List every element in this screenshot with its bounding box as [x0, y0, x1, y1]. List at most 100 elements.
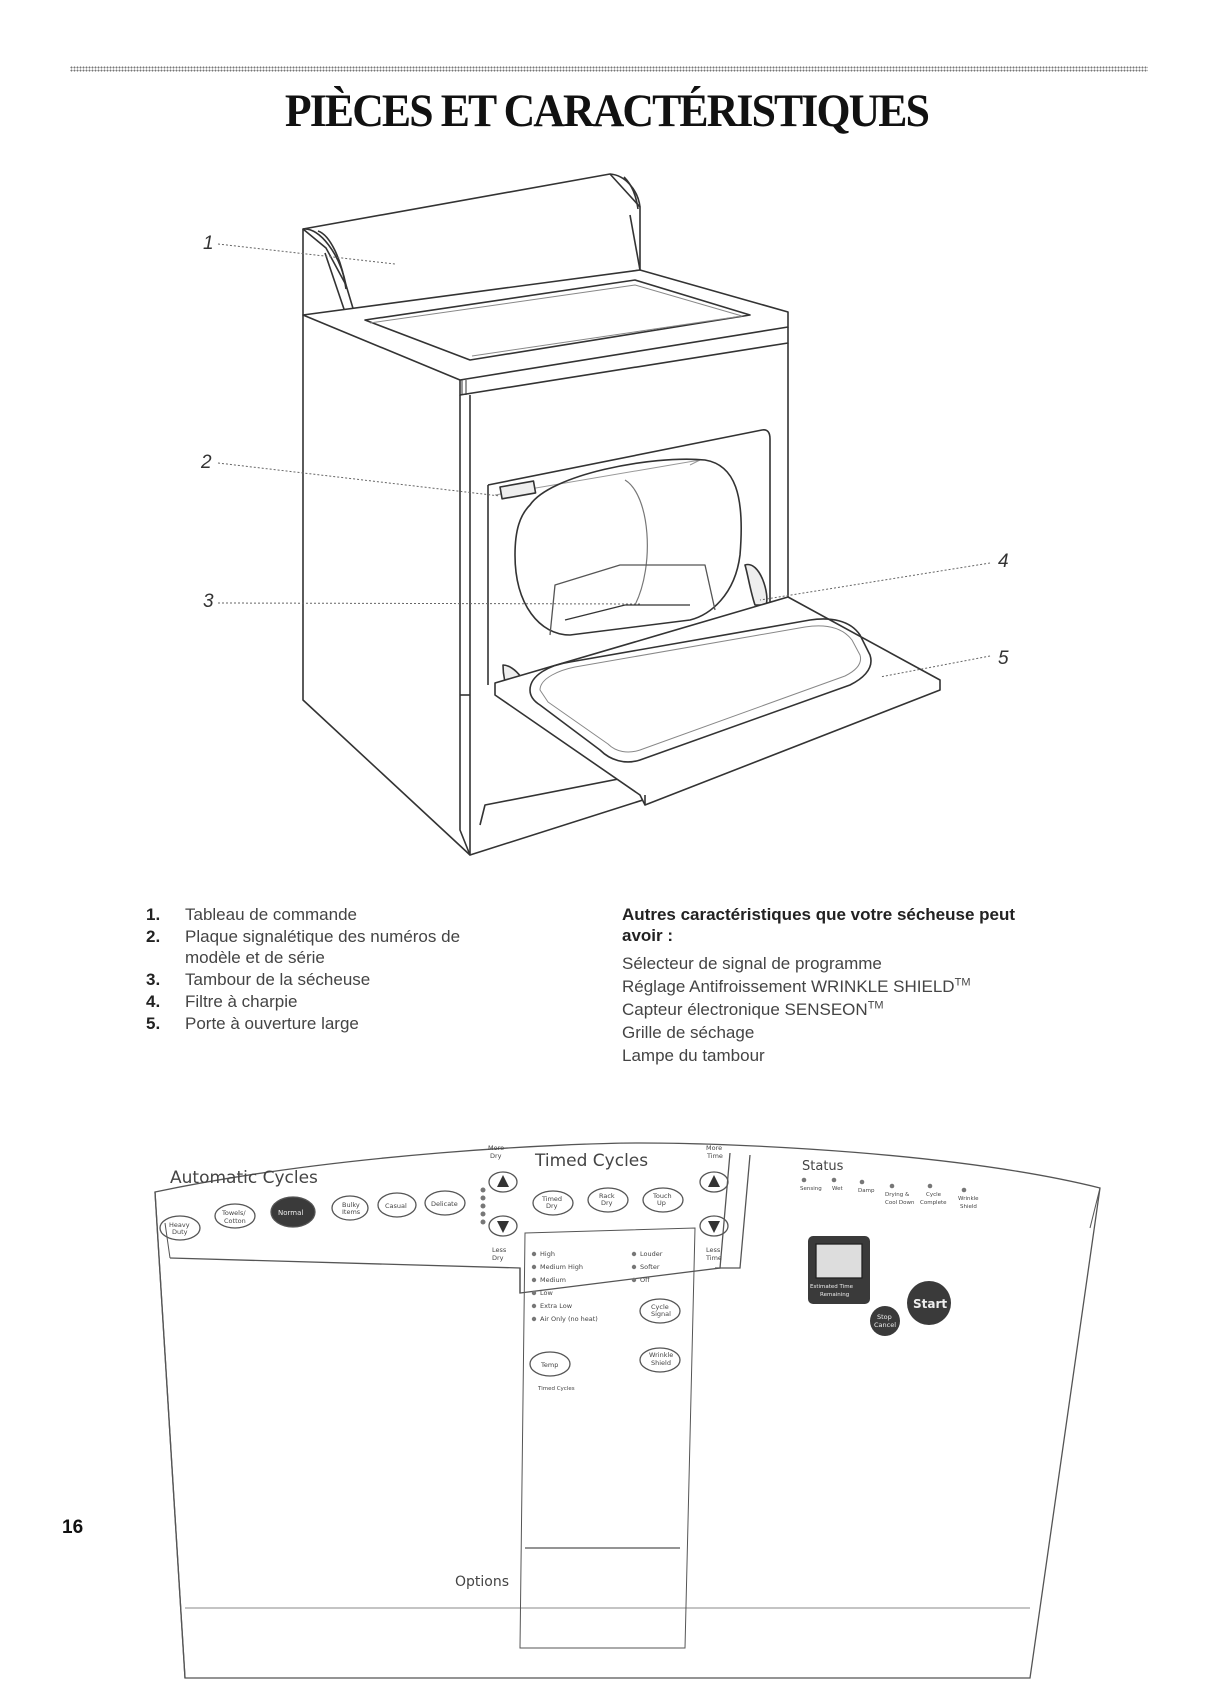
wrinkle-shield-button: Wrinkle Shield: [639, 1347, 681, 1373]
svg-text:Cancel: Cancel: [874, 1321, 896, 1329]
svg-text:Cycle: Cycle: [926, 1192, 942, 1198]
callout-4: 4: [998, 551, 1009, 572]
display-label: Estimated Time: [810, 1284, 854, 1290]
more-time-label-2: Time: [706, 1152, 723, 1160]
feature-item: Réglage Antifroissement WRINKLE SHIELDTM: [622, 976, 971, 996]
item-number: 2.: [146, 927, 161, 946]
svg-text:Damp: Damp: [858, 1188, 875, 1194]
svg-text:Wet: Wet: [832, 1186, 843, 1192]
more-time-button: [699, 1171, 729, 1193]
features-heading: Autres caractéristiques que votre sécheu…: [622, 905, 1016, 945]
svg-text:Start: Start: [913, 1297, 947, 1311]
rack-dry-button: Rack Dry: [587, 1187, 629, 1213]
svg-text:Dry: Dry: [601, 1199, 613, 1207]
svg-text:Delicate: Delicate: [431, 1200, 458, 1208]
svg-text:High: High: [540, 1250, 555, 1258]
feature-item: Grille de séchage: [622, 1023, 755, 1042]
svg-text:Louder: Louder: [640, 1250, 663, 1258]
svg-text:Towels/: Towels/: [221, 1209, 246, 1217]
status-title: Status: [802, 1159, 844, 1174]
list-item: 5. Porte à ouverture large: [146, 1013, 586, 1034]
svg-text:Normal: Normal: [278, 1209, 303, 1217]
callout-2: 2: [201, 452, 212, 473]
temp-button: Temp: [529, 1351, 571, 1377]
callout-leaders: [217, 243, 991, 678]
down-arrow-icon: [708, 1221, 720, 1233]
svg-text:Timed: Timed: [541, 1195, 562, 1203]
start-button: Start: [907, 1281, 951, 1325]
less-time-label: Less: [706, 1246, 721, 1254]
stop-cancel-button: Stop Cancel: [870, 1306, 900, 1336]
svg-text:Signal: Signal: [651, 1310, 671, 1318]
svg-text:Duty: Duty: [172, 1228, 188, 1236]
list-item: 4. Filtre à charpie: [146, 991, 586, 1012]
svg-text:Up: Up: [657, 1199, 666, 1207]
page-title: PIÈCES ET CARACTÉRISTIQUES: [284, 85, 930, 137]
callout-5: 5: [998, 648, 1009, 669]
down-arrow-icon: [497, 1221, 509, 1233]
delicate-button: Delicate: [424, 1190, 466, 1216]
svg-text:Temp: Temp: [540, 1361, 558, 1369]
top-dotted-rule: [70, 66, 1148, 72]
item-label: Filtre à charpie: [185, 992, 298, 1011]
display-label-2: Remaining: [820, 1292, 849, 1298]
svg-text:Drying &: Drying &: [885, 1192, 910, 1198]
item-number: 3.: [146, 970, 161, 989]
touch-up-button: Touch Up: [642, 1187, 684, 1213]
more-dry-label-2: Dry: [490, 1152, 502, 1160]
svg-text:Complete: Complete: [920, 1200, 947, 1206]
feature-item: Sélecteur de signal de programme: [622, 954, 882, 973]
svg-text:Items: Items: [342, 1208, 361, 1216]
item-label: Porte à ouverture large: [185, 1014, 359, 1033]
bulky-items-button: Bulky Items: [331, 1195, 369, 1221]
svg-text:Casual: Casual: [385, 1202, 407, 1210]
svg-text:Shield: Shield: [960, 1204, 977, 1210]
svg-text:Stop: Stop: [877, 1313, 892, 1321]
item-number: 5.: [146, 1014, 161, 1033]
up-arrow-icon: [708, 1175, 720, 1187]
dryer-illustration: [302, 173, 941, 856]
more-time-label: More: [706, 1144, 722, 1152]
callout-1: 1: [203, 233, 214, 254]
towels-cotton-button: Towels/ Cotton: [214, 1203, 256, 1229]
svg-text:Shield: Shield: [651, 1359, 671, 1367]
less-time-button: [699, 1215, 729, 1237]
svg-text:Low: Low: [540, 1289, 553, 1297]
up-arrow-icon: [497, 1175, 509, 1187]
less-dry-label: Less: [492, 1246, 507, 1254]
more-dry-label: More: [488, 1144, 504, 1152]
feature-item: Capteur électronique SENSEONTM: [622, 999, 884, 1019]
svg-text:Air Only (no heat): Air Only (no heat): [540, 1315, 598, 1323]
svg-text:Medium High: Medium High: [540, 1263, 583, 1271]
options-title: Options: [455, 1574, 509, 1590]
svg-text:Bulky: Bulky: [342, 1201, 360, 1209]
item-number: 1.: [146, 905, 161, 924]
svg-text:Softer: Softer: [640, 1263, 660, 1271]
dry-level-leds: [480, 1187, 486, 1225]
display-screen: [815, 1243, 863, 1279]
svg-text:Medium: Medium: [540, 1276, 566, 1284]
normal-button: Normal: [270, 1196, 316, 1228]
less-time-label-2: Time: [705, 1254, 722, 1262]
less-dry-button: [488, 1215, 518, 1237]
item-label: Tambour de la sécheuse: [185, 970, 371, 989]
svg-text:Wrinkle: Wrinkle: [649, 1351, 673, 1359]
casual-button: Casual: [377, 1192, 417, 1218]
parts-list: 1. Tableau de commande 2. Plaque signalé…: [146, 904, 586, 1035]
item-number: 4.: [146, 992, 161, 1011]
automatic-cycles-title: Automatic Cycles: [170, 1168, 318, 1188]
more-dry-button: [488, 1171, 518, 1193]
svg-text:Cool Down: Cool Down: [885, 1200, 915, 1206]
timed-dry-button: Timed Dry: [532, 1190, 574, 1216]
svg-text:Heavy: Heavy: [169, 1221, 190, 1229]
svg-text:Touch: Touch: [652, 1192, 672, 1200]
svg-text:Off: Off: [640, 1276, 650, 1284]
cycle-signal-button: Cycle Signal: [639, 1298, 681, 1324]
list-item: 3. Tambour de la sécheuse: [146, 969, 586, 990]
svg-text:Dry: Dry: [546, 1202, 558, 1210]
features-list: Autres caractéristiques que votre sécheu…: [622, 904, 1062, 1067]
callout-3: 3: [203, 591, 214, 612]
svg-text:Rack: Rack: [599, 1192, 615, 1200]
item-label: Plaque signalétique des numéros de modèl…: [185, 927, 461, 967]
timed-cycles-small-label: Timed Cycles: [537, 1386, 575, 1392]
